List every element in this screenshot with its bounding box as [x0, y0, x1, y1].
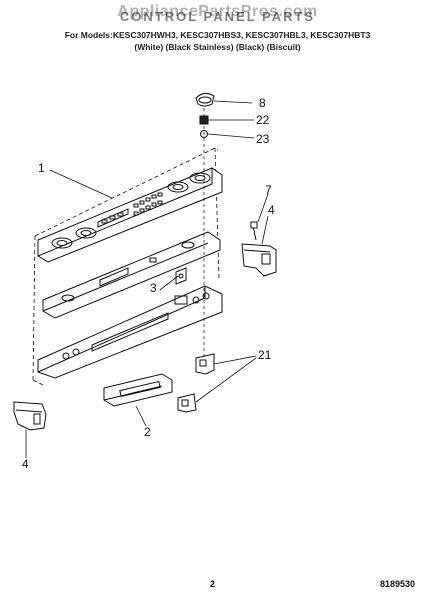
- callout-8: 8: [259, 96, 266, 110]
- screw-part: [250, 221, 258, 241]
- mounting-clip-upper: [195, 353, 215, 375]
- model-list: For Models:KESC307HWH3, KESC307HBS3, KES…: [64, 30, 371, 40]
- knob-cap: [195, 92, 215, 107]
- page-title: CONTROL PANEL PARTS: [119, 9, 316, 24]
- keypad-display: [97, 192, 163, 228]
- callout-22: 22: [256, 113, 270, 127]
- callout-21: 21: [258, 348, 272, 362]
- callout-3: 3: [150, 281, 157, 295]
- end-cap-right: [241, 243, 277, 277]
- clip-part: [200, 130, 208, 138]
- control-board: [103, 373, 173, 407]
- callout-4-left: 4: [22, 457, 29, 471]
- watermark: AppliancePartsPros.com: [117, 3, 318, 20]
- callout-7: 7: [265, 183, 272, 197]
- right-burner-knob-icons: [167, 172, 211, 193]
- callout-2: 2: [144, 425, 151, 439]
- document-part-number: 8189530: [380, 579, 416, 589]
- callout-1: 1: [38, 161, 45, 175]
- assembly-outline: [32, 147, 220, 387]
- control-overlay: [42, 231, 221, 319]
- leader-lines: [25, 100, 269, 458]
- callout-4-right: 4: [268, 203, 275, 217]
- mounting-clip-lower: [177, 393, 197, 413]
- callout-labels: 8 22 23 1 7 4 3 21 2 4: [22, 96, 275, 471]
- screw-bracket: [175, 267, 187, 285]
- callout-23: 23: [256, 132, 270, 146]
- left-burner-knob-icons: [51, 227, 97, 249]
- spring-part: [199, 115, 209, 125]
- control-panel-console: [37, 167, 223, 263]
- page-number: 2: [210, 579, 216, 589]
- end-cap-left: [13, 401, 47, 431]
- color-variants: (White) (Black Stainless) (Black) (Biscu…: [134, 42, 301, 52]
- control-panel-frame: [37, 285, 223, 379]
